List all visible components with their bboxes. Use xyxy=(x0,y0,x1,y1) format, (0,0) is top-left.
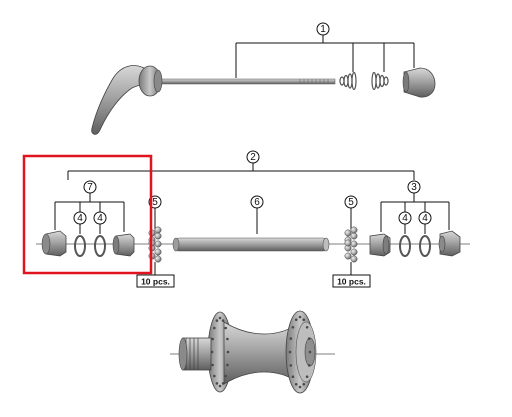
ball-bearing xyxy=(350,226,358,234)
spoke-hole xyxy=(213,374,216,378)
callout-circle-4c xyxy=(398,211,412,225)
spoke-hole xyxy=(308,350,312,354)
ball-bearing xyxy=(350,240,358,248)
ball-bearing xyxy=(154,226,162,234)
callout-number: 2 xyxy=(250,152,256,163)
callout-number: 3 xyxy=(411,182,417,193)
callout-circle-4b xyxy=(93,211,107,225)
callout-number: 7 xyxy=(87,182,93,193)
callout-circle-5b xyxy=(344,195,358,209)
ball-bearing xyxy=(154,240,162,248)
spoke-hole xyxy=(305,326,309,329)
spoke-hole xyxy=(294,318,298,322)
ball-bearing xyxy=(350,232,358,240)
ball-bearing xyxy=(154,255,162,263)
left-washer-2 xyxy=(94,235,106,257)
quantity-note-left: 10 pcs. xyxy=(136,274,175,288)
ball-bearing xyxy=(344,229,352,237)
spoke-hole xyxy=(291,326,295,329)
quantity-text: 10 pcs. xyxy=(141,277,170,287)
hub-body xyxy=(178,310,317,394)
callout-circle-3 xyxy=(407,180,421,194)
spoke-hole xyxy=(224,374,227,378)
conical-spring-right xyxy=(371,71,389,91)
spoke-hole xyxy=(298,385,302,389)
ball-bearing xyxy=(344,239,352,247)
callout-circle-4d xyxy=(418,211,432,225)
ball-bearings-right xyxy=(344,226,358,263)
ball-bearing xyxy=(344,252,352,260)
callout-number: 1 xyxy=(320,24,326,35)
spoke-hole xyxy=(294,383,298,386)
spoke-hole xyxy=(288,350,292,354)
qr-adjusting-nut xyxy=(403,67,436,98)
right-cone-assembly xyxy=(369,230,461,257)
quantity-text: 10 pcs. xyxy=(337,277,366,287)
spoke-hole xyxy=(221,382,225,385)
ball-bearing xyxy=(154,248,162,256)
right-cone xyxy=(439,230,461,257)
callout-number: 4 xyxy=(422,213,428,224)
left-cone-assembly xyxy=(41,230,135,257)
qr-lever xyxy=(91,65,153,135)
spoke-hole xyxy=(289,337,293,340)
spoke-hole xyxy=(307,337,311,340)
spoke-hole xyxy=(226,363,229,367)
skewer-rod xyxy=(159,78,336,85)
callout-number: 5 xyxy=(348,197,354,208)
spoke-hole xyxy=(213,326,216,330)
spoke-hole xyxy=(211,363,214,367)
spoke-hole xyxy=(298,315,302,319)
left-washer-1 xyxy=(74,235,86,257)
conical-spring-left xyxy=(339,71,357,91)
callout-circle-6 xyxy=(250,195,264,209)
spoke-hole xyxy=(291,375,295,379)
callout-number: 4 xyxy=(402,213,408,224)
callout-number: 4 xyxy=(77,213,83,224)
skewer-thread xyxy=(299,79,329,84)
spoke-hole xyxy=(210,350,214,354)
callout-number: 5 xyxy=(152,197,158,208)
spoke-hole xyxy=(226,337,229,341)
quantity-note-right: 10 pcs. xyxy=(332,274,371,288)
right-washer-1 xyxy=(399,235,411,257)
spoke-hole xyxy=(302,318,306,322)
spoke-hole xyxy=(224,326,227,330)
callout-circle-1 xyxy=(316,22,330,36)
hub-disc-mount xyxy=(182,337,212,371)
hub-axle xyxy=(172,237,330,252)
spoke-hole xyxy=(215,319,219,322)
quick-release-skewer xyxy=(91,65,436,135)
ball-bearing xyxy=(350,255,358,263)
spoke-hole xyxy=(226,350,230,354)
callout-circle-2 xyxy=(246,150,260,164)
ball-bearing xyxy=(350,248,358,256)
callout-number: 6 xyxy=(254,197,260,208)
spoke-hole xyxy=(218,384,222,388)
spoke-hole xyxy=(307,364,311,367)
spoke-hole xyxy=(221,319,225,322)
highlight-box xyxy=(22,154,153,275)
spoke-hole xyxy=(218,316,222,320)
ball-bearing xyxy=(154,232,162,240)
spoke-hole xyxy=(215,382,219,385)
right-washer-2 xyxy=(419,235,431,257)
callout-number: 4 xyxy=(97,213,103,224)
callout-badges xyxy=(73,22,432,225)
spoke-hole xyxy=(211,337,214,341)
spoke-hole xyxy=(302,383,306,386)
spoke-hole xyxy=(305,375,309,379)
callout-circle-4a xyxy=(73,211,87,225)
callout-circle-7 xyxy=(83,180,97,194)
spoke-hole xyxy=(289,364,293,367)
